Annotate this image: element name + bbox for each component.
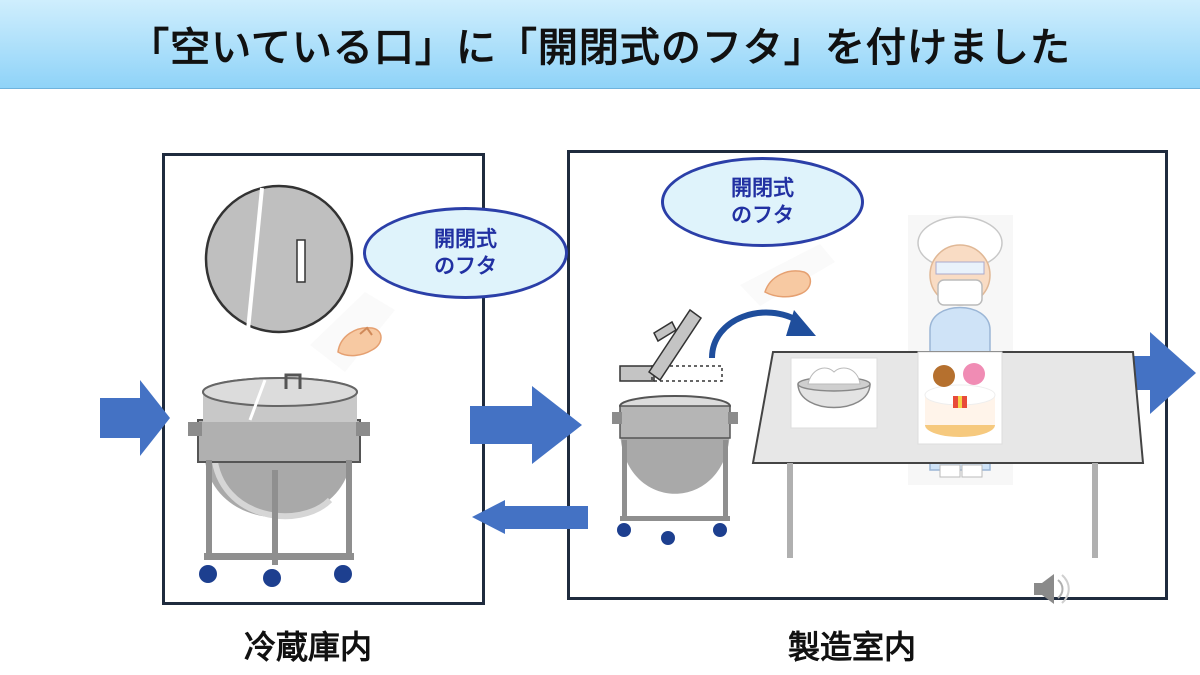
bubble-line2: のフタ <box>731 203 794 227</box>
bubble-line1: 開閉式 <box>434 227 497 251</box>
bubble-line2: のフタ <box>434 254 497 278</box>
lid-callout-bubble-fridge: 開閉式 のフタ <box>363 207 568 299</box>
open-lid-icon <box>619 308 723 382</box>
curved-arrow-icon <box>709 309 816 359</box>
stock-pot-open-icon <box>612 395 738 545</box>
lid-callout-bubble-production: 開閉式 のフタ <box>661 157 864 247</box>
cake-icon <box>917 351 1003 445</box>
slide-title: 「空いている口」に「開閉式のフタ」を付けました <box>129 25 1071 71</box>
title-bar: 「空いている口」に「開閉式のフタ」を付けました <box>0 0 1200 89</box>
pointing-hand-icon-2 <box>740 244 835 306</box>
flow-arrow-in-icon <box>100 380 170 456</box>
room-label-fridge: 冷蔵庫内 <box>244 628 373 666</box>
room-label-production: 製造室内 <box>788 628 917 666</box>
speaker-icon <box>1034 574 1070 604</box>
lid-disk-icon <box>204 184 354 334</box>
bubble-line1: 開閉式 <box>731 176 794 200</box>
flow-arrow-middle-icon <box>470 386 582 464</box>
cream-bowl-icon <box>790 357 878 429</box>
flow-arrow-return-icon <box>472 500 588 534</box>
stock-pot-with-lid-icon <box>188 373 370 587</box>
pointing-hand-icon <box>310 292 395 372</box>
